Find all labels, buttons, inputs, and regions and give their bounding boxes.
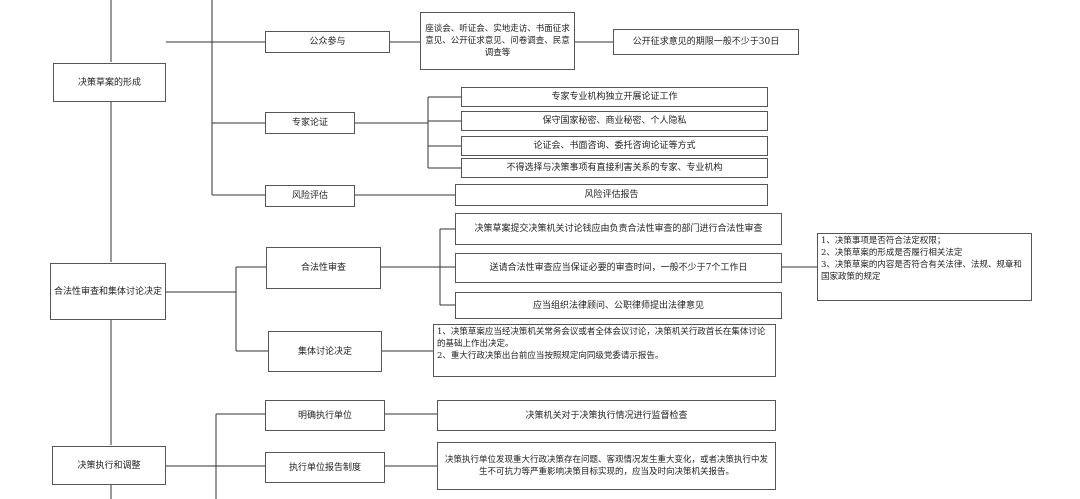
collective-items-box: 1、决策草案应当经决策机关常务会议或者全体会议讨论，决策机关行政首长在集体讨论的… [433,324,776,377]
stage-execution: 决策执行和调整 [52,446,166,485]
risk-assessment-box: 风险评估 [265,185,355,207]
legality-item-box: 决策草案提交决策机关讨论钱应由负责合法性审查的部门进行合法性审查 [455,213,782,245]
review-point-text: 3、决策草案的内容是否符合有关法律、法规、规章和国家政策的规定 [821,260,1022,282]
report-detail-box: 决策执行单位发现重大行政决策存在问题、客观情况发生重大变化，或者决策执行中发生不… [437,442,776,490]
stage-formation: 决策草案的形成 [53,63,166,102]
legality-item-box: 送请合法性审查应当保证必要的审查时间，一般不少于7个工作日 [455,253,782,283]
stage-legality-collective-label: 合法性审查和集体讨论决定 [54,286,163,297]
risk-assessment-label: 风险评估 [291,191,328,201]
legality-review-label: 合法性审查 [300,263,346,273]
review-point-text: 1、决策事项是否符合法定权限； [821,236,946,246]
public-period-box: 公开征求意见的期限一般不少于30日 [613,29,799,55]
public-participation-box: 公众参与 [265,31,390,53]
stage-formation-label: 决策草案的形成 [77,77,141,88]
collective-item-text: 1、决策草案应当经决策机关常务会议或者全体会议讨论，决策机关行政首长在集体讨论的… [437,327,766,349]
collective-decision-box: 集体讨论决定 [268,331,382,372]
legality-item-text: 决策草案提交决策机关讨论钱应由负责合法性审查的部门进行合法性审查 [474,224,763,234]
clarify-detail-box: 决策机关对于决策执行情况进行监督检查 [437,400,776,431]
collective-item-text: 2、重大行政决策出台前应当按照规定向同级党委请示报告。 [437,351,664,361]
expert-item-box: 专家专业机构独立开展论证工作 [461,87,768,107]
review-points-box: 1、决策事项是否符合法定权限； 2、决策草案的形成是否履行相关法定 3、决策草案… [817,233,1032,301]
expert-item-box: 论证会、书面咨询、委托咨询论证等方式 [461,136,768,156]
expert-review-label: 专家论证 [291,118,328,128]
legality-item-box: 应当组织法律顾问、公职律师提出法律意见 [455,292,782,319]
risk-report-text: 风险评估报告 [584,190,639,200]
public-participation-label: 公众参与 [309,37,346,47]
public-period-text: 公开征求意见的期限一般不少于30日 [632,37,780,47]
collective-decision-label: 集体讨论决定 [297,346,352,357]
expert-item-box: 不得选择与决策事项有直接利害关系的专家、专业机构 [461,158,768,178]
expert-review-box: 专家论证 [265,112,355,134]
expert-item-text: 论证会、书面咨询、委托咨询论证等方式 [533,141,696,151]
legality-review-box: 合法性审查 [266,247,381,289]
expert-item-text: 不得选择与决策事项有直接利害关系的专家、专业机构 [506,163,723,173]
clarify-unit-box: 明确执行单位 [265,400,385,431]
legality-item-text: 送请合法性审查应当保证必要的审查时间，一般不少于7个工作日 [489,263,748,273]
report-detail-text: 决策执行单位发现重大行政决策存在问题、客观情况发生重大变化，或者决策执行中发生不… [444,455,768,477]
report-system-label: 执行单位报告制度 [288,462,361,473]
expert-item-box: 保守国家秘密、商业秘密、个人隐私 [461,111,768,131]
public-methods-text: 座谈会、听证会、实地走访、书面征求意见、公开征求意见、问卷调查、民意调查等 [425,24,570,58]
expert-item-text: 专家专业机构独立开展论证工作 [551,92,678,102]
report-system-box: 执行单位报告制度 [265,452,385,483]
legality-item-text: 应当组织法律顾问、公职律师提出法律意见 [532,300,704,311]
clarify-unit-label: 明确执行单位 [297,410,352,421]
review-point-text: 2、决策草案的形成是否履行相关法定 [821,248,963,258]
stage-legality-collective: 合法性审查和集体讨论决定 [50,263,166,320]
clarify-detail-text: 决策机关对于决策执行情况进行监督检查 [525,410,688,421]
expert-item-text: 保守国家秘密、商业秘密、个人隐私 [542,116,687,126]
risk-report-box: 风险评估报告 [455,184,768,206]
public-methods-box: 座谈会、听证会、实地走访、书面征求意见、公开征求意见、问卷调查、民意调查等 [420,12,575,70]
stage-execution-label: 决策执行和调整 [77,460,141,471]
